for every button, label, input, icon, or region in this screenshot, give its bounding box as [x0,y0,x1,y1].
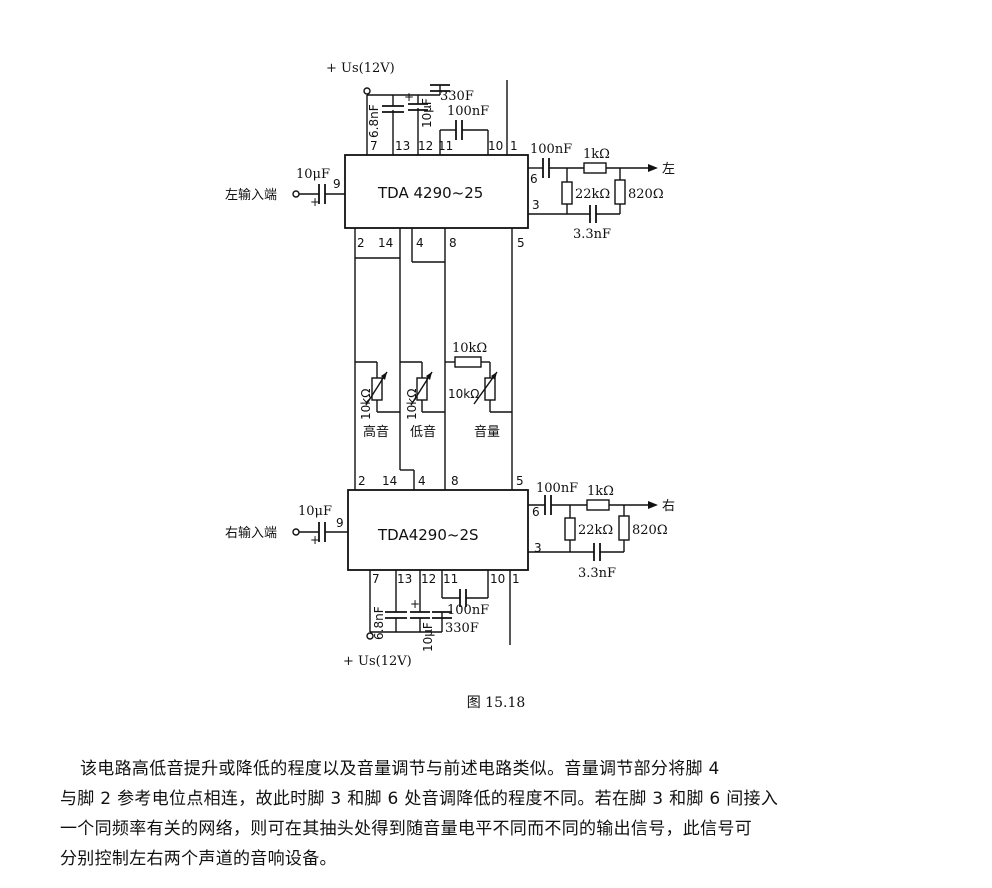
pin-top-3: 3 [532,198,540,212]
pin-bottom-9: 9 [336,516,344,530]
body-line-4: 分别控制左右两个声道的音响设备。 [60,849,337,869]
ic-top-body [344,154,529,229]
res-820-top [614,179,626,205]
cap-top-100n-label: 100nF [447,104,489,119]
ic-bottom-body [347,489,529,571]
pin-top-12: 12 [418,139,433,153]
pin-top-6: 6 [530,172,538,186]
cap-top-10u-plus: + [404,90,414,104]
cap-top-330-label: 330F [440,89,474,104]
cap-in-bottom-label: 10μF [298,504,332,519]
res-820-top-label: 820Ω [628,187,664,202]
pin-top-5: 5 [517,236,525,250]
cap-bottom-10u-label: 10μF [421,622,435,652]
body-paragraph: 该电路高低音提升或降低的程度以及音量调节与前述电路类似。音量调节部分将脚 4 与… [60,754,900,874]
treble-label: 高音 [363,424,389,440]
ic-bottom-pins-lower: 7 13 12 11 10 1 [369,570,520,645]
body-line-2: 与脚 2 参考电位点相连，故此时脚 3 和脚 6 处音调降低的程度不同。若在脚 … [60,789,779,809]
pin-bottom-12: 12 [421,572,436,586]
res-10k-series [454,356,482,368]
left-output-label: 左 [662,162,675,177]
ic-top-pins-upper: 7 13 12 11 10 1 [366,80,518,155]
pin-bottom-2: 2 [358,474,366,488]
supply-top-terminal [363,87,371,95]
pin-top-11: 11 [438,139,453,153]
pin-bottom-11: 11 [443,572,458,586]
cap-bottom-68n-label: 6.8nF [372,606,386,640]
res-1k-bottom [586,499,610,511]
cap-out-bottom-label: 100nF [536,481,578,496]
pin-bottom-13: 13 [397,572,412,586]
res-820-bottom [618,515,630,541]
res-22k-bottom [564,517,576,541]
res-22k-bottom-label: 22kΩ [578,523,613,538]
pin-top-4: 4 [416,236,424,250]
right-output-label: 右 [662,499,675,514]
pin-bottom-7: 7 [372,572,380,586]
pin-bottom-3: 3 [534,541,542,555]
pin-top-10: 10 [488,139,503,153]
pot-volume-value: 10kΩ [448,387,479,401]
supply-bottom-label: + Us(12V) [343,654,412,669]
figure-caption: 图 15.18 [466,695,526,711]
bass-label: 低音 [410,424,436,440]
res-1k-top-label: 1kΩ [583,147,610,162]
pin-top-14: 14 [378,236,393,250]
pot-bass-value: 10kΩ [405,389,419,420]
left-input-label: 左输入端 [225,187,277,203]
cap-top-68n-label: 6.8nF [367,104,381,138]
supply-bottom-terminal [366,632,374,640]
res-820-bottom-label: 820Ω [632,523,668,538]
pin-bottom-10: 10 [490,572,505,586]
cap-33n-bottom-label: 3.3nF [578,566,616,581]
pin-bottom-1: 1 [512,572,520,586]
pin-bottom-6: 6 [532,505,540,519]
res-1k-bottom-label: 1kΩ [587,484,614,499]
pin-bottom-8: 8 [451,474,459,488]
pot-treble-value: 10kΩ [359,389,373,420]
cap-in-bottom-plus: + [310,533,320,547]
pin-bottom-5: 5 [516,474,524,488]
volume-label: 音量 [474,424,500,440]
interconnect-wires: 10kΩ 10kΩ 高音 10kΩ 低音 10kΩ 音量 [354,228,513,490]
pin-top-1: 1 [510,139,518,153]
pin-top-2: 2 [357,236,365,250]
pin-top-8: 8 [449,236,457,250]
right-input-terminal [292,528,300,536]
cap-top-10u-label: 10μF [420,98,434,128]
cap-out-top-label: 100nF [530,142,572,157]
left-input-terminal [292,190,300,198]
res-1k-top [583,162,607,174]
res-10k-series-label: 10kΩ [452,341,487,356]
pin-bottom-4: 4 [418,474,426,488]
circuit-diagram: TDA 4290~25 7 13 12 11 10 1 + Us(12V) 6.… [225,61,675,669]
ic-top-label: TDA 4290~25 [377,184,483,202]
pin-top-9: 9 [333,177,341,191]
cap-33n-top-label: 3.3nF [573,227,611,242]
res-22k-top [561,181,573,205]
cap-bottom-10u-plus: + [410,597,420,611]
pin-bottom-14: 14 [382,474,397,488]
pin-top-13: 13 [395,139,410,153]
res-22k-top-label: 22kΩ [575,187,610,202]
cap-in-top-label: 10μF [296,167,330,182]
cap-bottom-100n-label: 100nF [447,603,489,618]
body-line-1: 该电路高低音提升或降低的程度以及音量调节与前述电路类似。音量调节部分将脚 4 [80,759,720,779]
pin-top-7: 7 [370,139,378,153]
ic-bottom-label: TDA4290~2S [377,526,479,544]
body-line-3: 一个同频率有关的网络，则可在其抽头处得到随音量电平不同而不同的输出信号，此信号可 [60,819,752,839]
cap-in-top-plus: + [310,195,320,209]
supply-top-label: + Us(12V) [326,61,395,76]
cap-bottom-330-label: 330F [445,621,479,636]
right-input-label: 右输入端 [225,525,277,541]
